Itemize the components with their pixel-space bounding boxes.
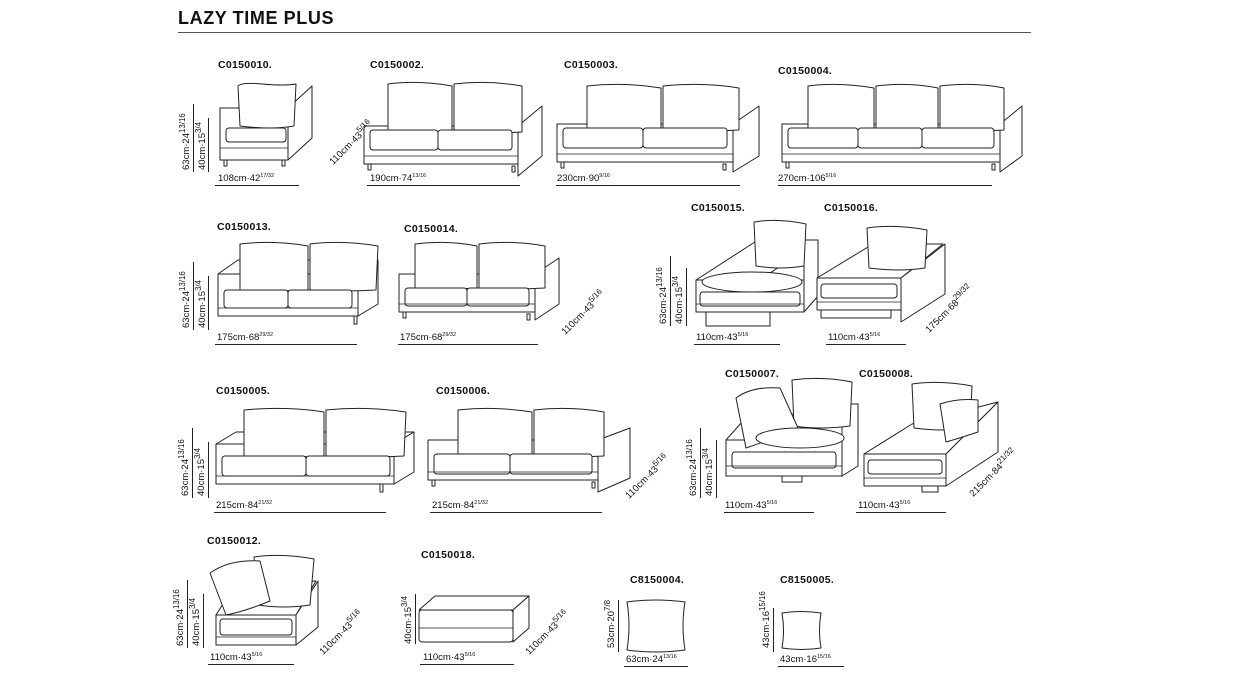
height-dimension: 63cm·2413/16 [685,439,700,496]
width-dimension-line [208,664,294,665]
width-dimension: 230cm·909/16 [557,173,610,185]
corner-seat-drawing [209,554,319,646]
chaise-drawing [816,225,946,323]
width-dimension-line [214,512,386,513]
width-dimension: 215cm·8421/32 [216,500,273,512]
width-dimension: 43cm·1615/16 [780,654,831,666]
width-dimension-line [420,664,514,665]
chaise-drawing [725,377,859,483]
product-code: C0150015. [691,202,746,214]
width-dimension-line [556,185,740,186]
armchair-drawing [219,82,313,167]
height-dimension: 63cm·2413/16 [178,271,193,328]
width-dimension-line [215,185,299,186]
product-code: C8150005. [780,574,835,586]
width-dimension-line [778,666,844,667]
width-dimension: 190cm·7413/16 [370,173,427,185]
sofa-right-arm-drawing [427,407,631,493]
product-code: C0150013. [217,221,272,233]
seat-dimension-line [208,118,209,172]
width-dimension-line [778,185,992,186]
seat-dimension-line [208,442,209,498]
product-code: C0150002. [370,59,425,71]
product-code: C0150004. [778,65,833,77]
height-dimension-line [670,256,671,326]
product-code: C0150018. [421,549,476,561]
height-dimension-line [193,262,194,330]
width-dimension: 108cm·4217/32 [218,173,275,185]
product-code: C0150007. [725,368,780,380]
seat-height-dimension: 40cm·153/4 [400,596,415,644]
width-dimension: 175cm·6829/32 [217,332,274,344]
width-dimension-line [856,512,946,513]
width-dimension-line [367,185,520,186]
height-dimension: 43cm·1615/16 [758,591,773,648]
height-dimension-line [618,600,619,652]
ottoman-drawing [418,595,530,643]
width-dimension: 110cm·435/16 [696,332,749,344]
seat-dimension-line [415,594,416,644]
seat-height-dimension: 40cm·153/4 [194,122,209,170]
width-dimension-line [694,344,780,345]
two-seat-sofa-drawing [556,83,760,173]
chaise-drawing [695,219,819,327]
two-seat-sofa-drawing [363,81,543,177]
seat-height-dimension: 40cm·153/4 [188,598,203,646]
seat-dimension-line [208,276,209,330]
height-dimension-line [193,104,194,172]
width-dimension: 110cm·435/16 [725,500,778,512]
chaise-drawing [863,381,999,493]
product-code: C0150003. [564,59,619,71]
product-code: C0150010. [218,59,273,71]
seat-height-dimension: 40cm·153/4 [701,448,716,496]
sofa-left-arm-drawing [217,241,379,325]
width-dimension: 110cm·435/16 [828,332,881,344]
width-dimension: 110cm·435/16 [210,652,263,664]
height-dimension: 63cm·2413/16 [655,267,670,324]
seat-height-dimension: 40cm·153/4 [193,448,208,496]
width-dimension-line [624,666,688,667]
product-code: C0150008. [859,368,914,380]
height-dimension-line [700,428,701,498]
width-dimension: 110cm·435/16 [858,500,911,512]
height-dimension: 63cm·2413/16 [178,113,193,170]
height-dimension: 63cm·2413/16 [177,439,192,496]
product-code: C0150005. [216,385,271,397]
width-dimension-line [724,512,814,513]
seat-dimension-line [203,594,204,648]
seat-dimension-line [686,268,687,326]
width-dimension-line [398,344,538,345]
width-dimension-line [430,512,602,513]
seat-height-dimension: 40cm·153/4 [194,280,209,328]
width-dimension-line [215,344,357,345]
width-dimension: 175cm·6829/32 [400,332,457,344]
page-title: LAZY TIME PLUS [178,8,335,28]
seat-height-dimension: 40cm·153/4 [671,276,686,324]
sofa-right-arm-drawing [398,241,560,321]
width-dimension: 215cm·8421/32 [432,500,489,512]
product-code: C8150004. [630,574,685,586]
width-dimension-line [826,344,906,345]
width-dimension: 63cm·2413/16 [626,654,677,666]
height-dimension: 53cm·207/8 [603,600,618,648]
width-dimension: 270cm·1065/16 [778,173,837,185]
height-dimension-line [773,608,774,652]
three-seat-sofa-drawing [781,83,1023,173]
product-code: C0150014. [404,223,459,235]
width-dimension: 110cm·435/16 [423,652,476,664]
title-rule [178,32,1031,33]
height-dimension-line [187,580,188,648]
pillow-drawing [781,611,822,650]
product-code: C0150012. [207,535,262,547]
height-dimension: 63cm·2413/16 [172,589,187,646]
pillow-drawing [626,599,686,653]
seat-dimension-line [716,440,717,498]
sofa-left-arm-drawing [215,407,415,493]
product-code: C0150006. [436,385,491,397]
product-code: C0150016. [824,202,879,214]
height-dimension-line [192,428,193,498]
